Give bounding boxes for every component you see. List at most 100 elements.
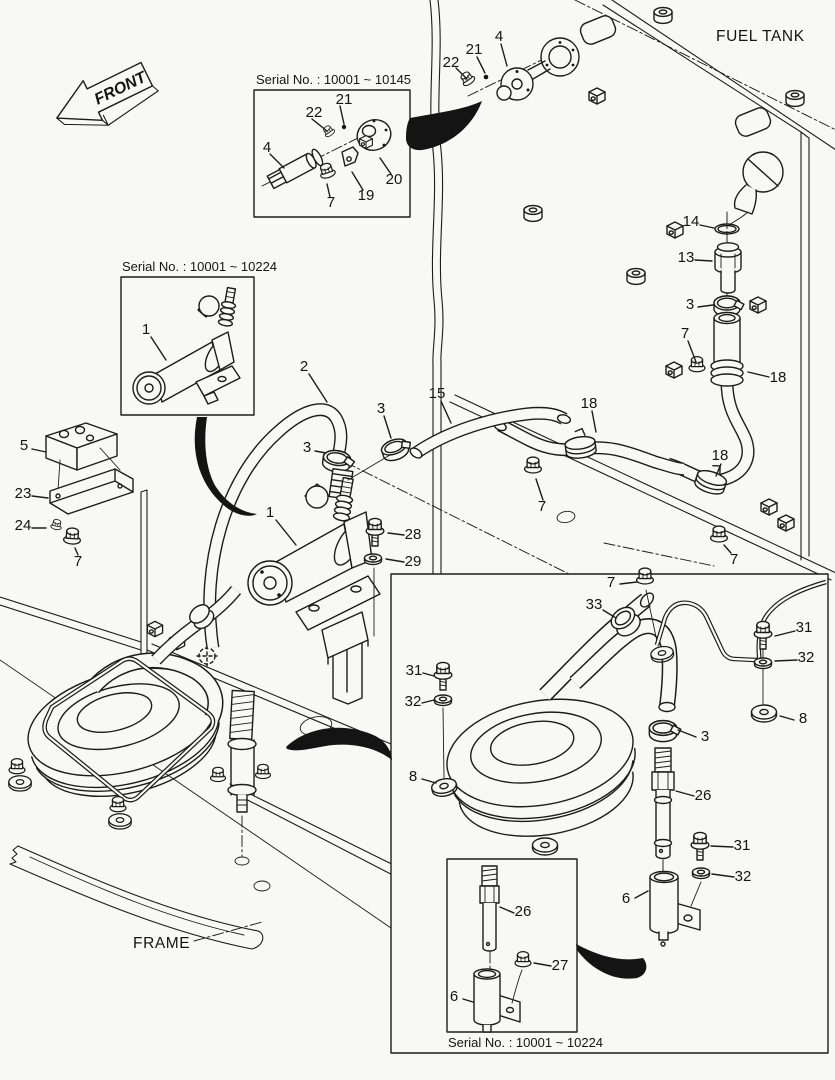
- clamp-3: [378, 433, 416, 465]
- fuel-tank-label: FUEL TANK: [716, 28, 805, 45]
- hole-center-mark: [196, 645, 218, 667]
- return-line-chain: [493, 211, 755, 543]
- callout-1-inset: 1: [142, 321, 150, 338]
- callout-21-tank: 21: [466, 41, 483, 58]
- washer-29: [363, 553, 383, 566]
- callout-26: 26: [695, 787, 712, 804]
- callout-24: 24: [15, 517, 32, 534]
- callout-19-inset: 19: [358, 187, 375, 204]
- callout-31-left: 31: [406, 662, 423, 679]
- callout-1-main: 1: [266, 504, 274, 521]
- inset-box-pump: [120, 276, 255, 416]
- callout-21-inset: 21: [336, 91, 353, 108]
- callout-7-low: 7: [730, 551, 738, 568]
- elbow-fitting: [728, 151, 784, 226]
- strainer-26: [651, 747, 675, 860]
- bolt-7: [635, 567, 655, 585]
- o-ring-14: [714, 223, 740, 235]
- callout-32-canister: 32: [735, 868, 752, 885]
- electrical-box-group: [45, 422, 134, 546]
- fuel-tank-outline: [429, 0, 835, 661]
- bolt-7: [709, 525, 729, 543]
- frame-leader: [193, 921, 263, 942]
- callout-7-left: 7: [74, 553, 82, 570]
- callout-31-canister: 31: [734, 837, 751, 854]
- coil-riser-fitting: [227, 689, 257, 866]
- callout-15: 15: [429, 385, 446, 402]
- serial-label-pump: Serial No. : 10001 ~ 10224: [122, 259, 277, 274]
- callout-8-left: 8: [409, 768, 417, 785]
- bracket-19: [341, 146, 359, 167]
- washer-32: [753, 657, 773, 670]
- callout-5: 5: [20, 437, 28, 454]
- plate-23: [49, 468, 134, 515]
- pump-assembly: [203, 403, 572, 665]
- callout-6: 6: [622, 890, 630, 907]
- serial-label-strainer: Serial No. : 10001 ~ 10224: [448, 1035, 603, 1050]
- canister-6: [649, 870, 701, 947]
- fuel-heater-coil-main: [8, 585, 272, 866]
- bolt: [8, 758, 26, 775]
- callout-31-right: 31: [796, 619, 813, 636]
- box-5: [45, 422, 118, 471]
- callout-3-right: 3: [686, 296, 694, 313]
- callout-7-inset3: 7: [607, 574, 615, 591]
- fuel-sender-unit: [457, 37, 580, 101]
- callout-23: 23: [15, 485, 32, 502]
- fuel-pump: [247, 476, 381, 665]
- callout-14: 14: [683, 213, 700, 230]
- callout-4-inset: 4: [263, 139, 271, 156]
- callout-2: 2: [300, 358, 308, 375]
- leader-lines: [31, 43, 798, 1003]
- callout-27: 27: [552, 957, 569, 974]
- coil-detail: [446, 698, 636, 837]
- pin-21: [341, 124, 347, 130]
- hose-18-long: [493, 419, 732, 498]
- hose-collar: [189, 604, 215, 630]
- callout-7-mid: 7: [538, 498, 546, 515]
- bolt-7: [523, 456, 543, 474]
- callout-18-tube: 18: [770, 369, 787, 386]
- callout-3-hose15: 3: [377, 400, 385, 417]
- bolt-7: [62, 526, 82, 546]
- strainer-26-early: [479, 865, 500, 952]
- pump-early: [132, 286, 241, 405]
- callout-26-early: 26: [515, 903, 532, 920]
- callout-13: 13: [678, 249, 695, 266]
- screw-24: [49, 518, 64, 531]
- flange-20: [356, 119, 392, 151]
- callout-6-early: 6: [450, 988, 458, 1005]
- callout-32-right: 32: [798, 649, 815, 666]
- coil-hold-down-wire: [42, 656, 216, 803]
- front-arrow: FRONT: [56, 61, 159, 126]
- sender-plug-4: [266, 148, 324, 190]
- bolt-27: [514, 951, 532, 968]
- bolt-7: [688, 356, 706, 373]
- washer-32: [433, 694, 453, 707]
- callout-22-tank: 22: [443, 54, 460, 71]
- callout-20-inset: 20: [386, 171, 403, 188]
- callout-18-low: 18: [712, 447, 729, 464]
- bolt: [209, 766, 227, 783]
- hose-guide-bracket: [579, 15, 772, 137]
- serial-label-sender: Serial No. : 10001 ~ 10145: [256, 72, 411, 87]
- bolt: [109, 796, 127, 813]
- frame-label: FRAME: [133, 935, 190, 952]
- callout-3-hose2: 3: [303, 439, 311, 456]
- hose-15: [409, 406, 572, 459]
- inset-box-sender: [253, 89, 411, 218]
- callout-28: 28: [405, 526, 422, 543]
- inset-box-strainer: [390, 567, 829, 1054]
- callout-22-inset: 22: [306, 104, 323, 121]
- fitting-13: [714, 242, 742, 294]
- callout-4-tank: 4: [495, 28, 503, 45]
- swoosh-pointers: [194, 101, 647, 979]
- callout-33: 33: [586, 596, 603, 613]
- washer-32: [691, 867, 711, 880]
- clamp-33: [610, 606, 641, 637]
- callout-18-mid: 18: [581, 395, 598, 412]
- callout-32-left: 32: [405, 693, 422, 710]
- bolt: [254, 763, 272, 780]
